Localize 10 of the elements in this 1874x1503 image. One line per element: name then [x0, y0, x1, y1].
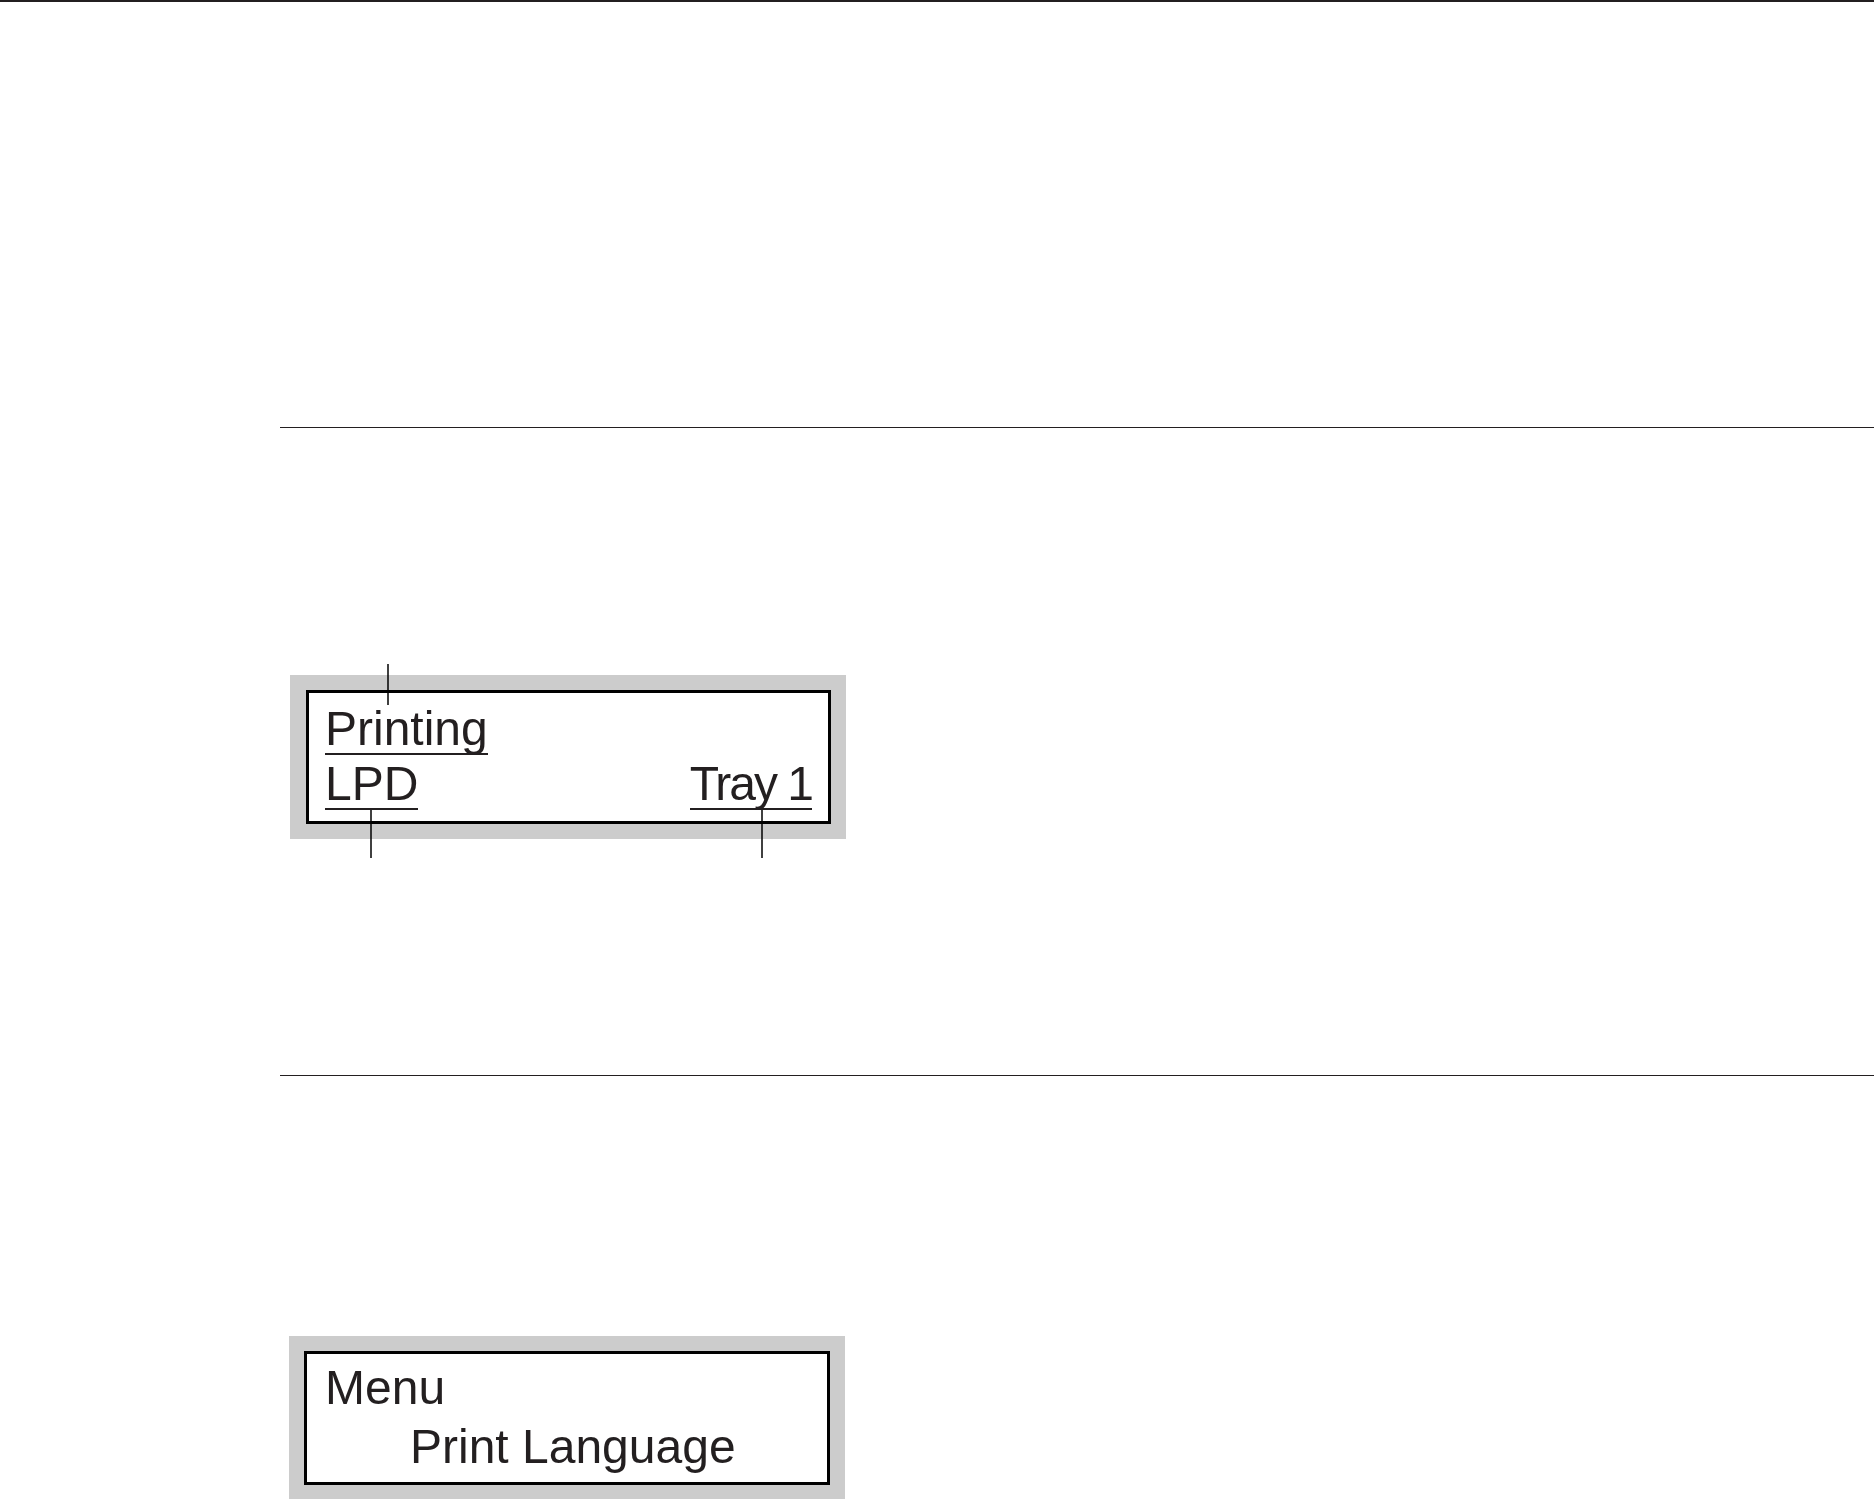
display-text: Menu — [325, 1364, 446, 1412]
display-text: Print Language — [410, 1423, 736, 1471]
display-text: Printing — [325, 705, 488, 755]
display-text: LPD — [325, 760, 419, 810]
leader-line — [387, 663, 389, 706]
display-text: Tray 1 — [689, 760, 812, 810]
leader-line — [761, 809, 763, 859]
lcd-display — [289, 1336, 845, 1499]
lcd-display — [290, 675, 846, 839]
leader-line — [370, 809, 372, 859]
